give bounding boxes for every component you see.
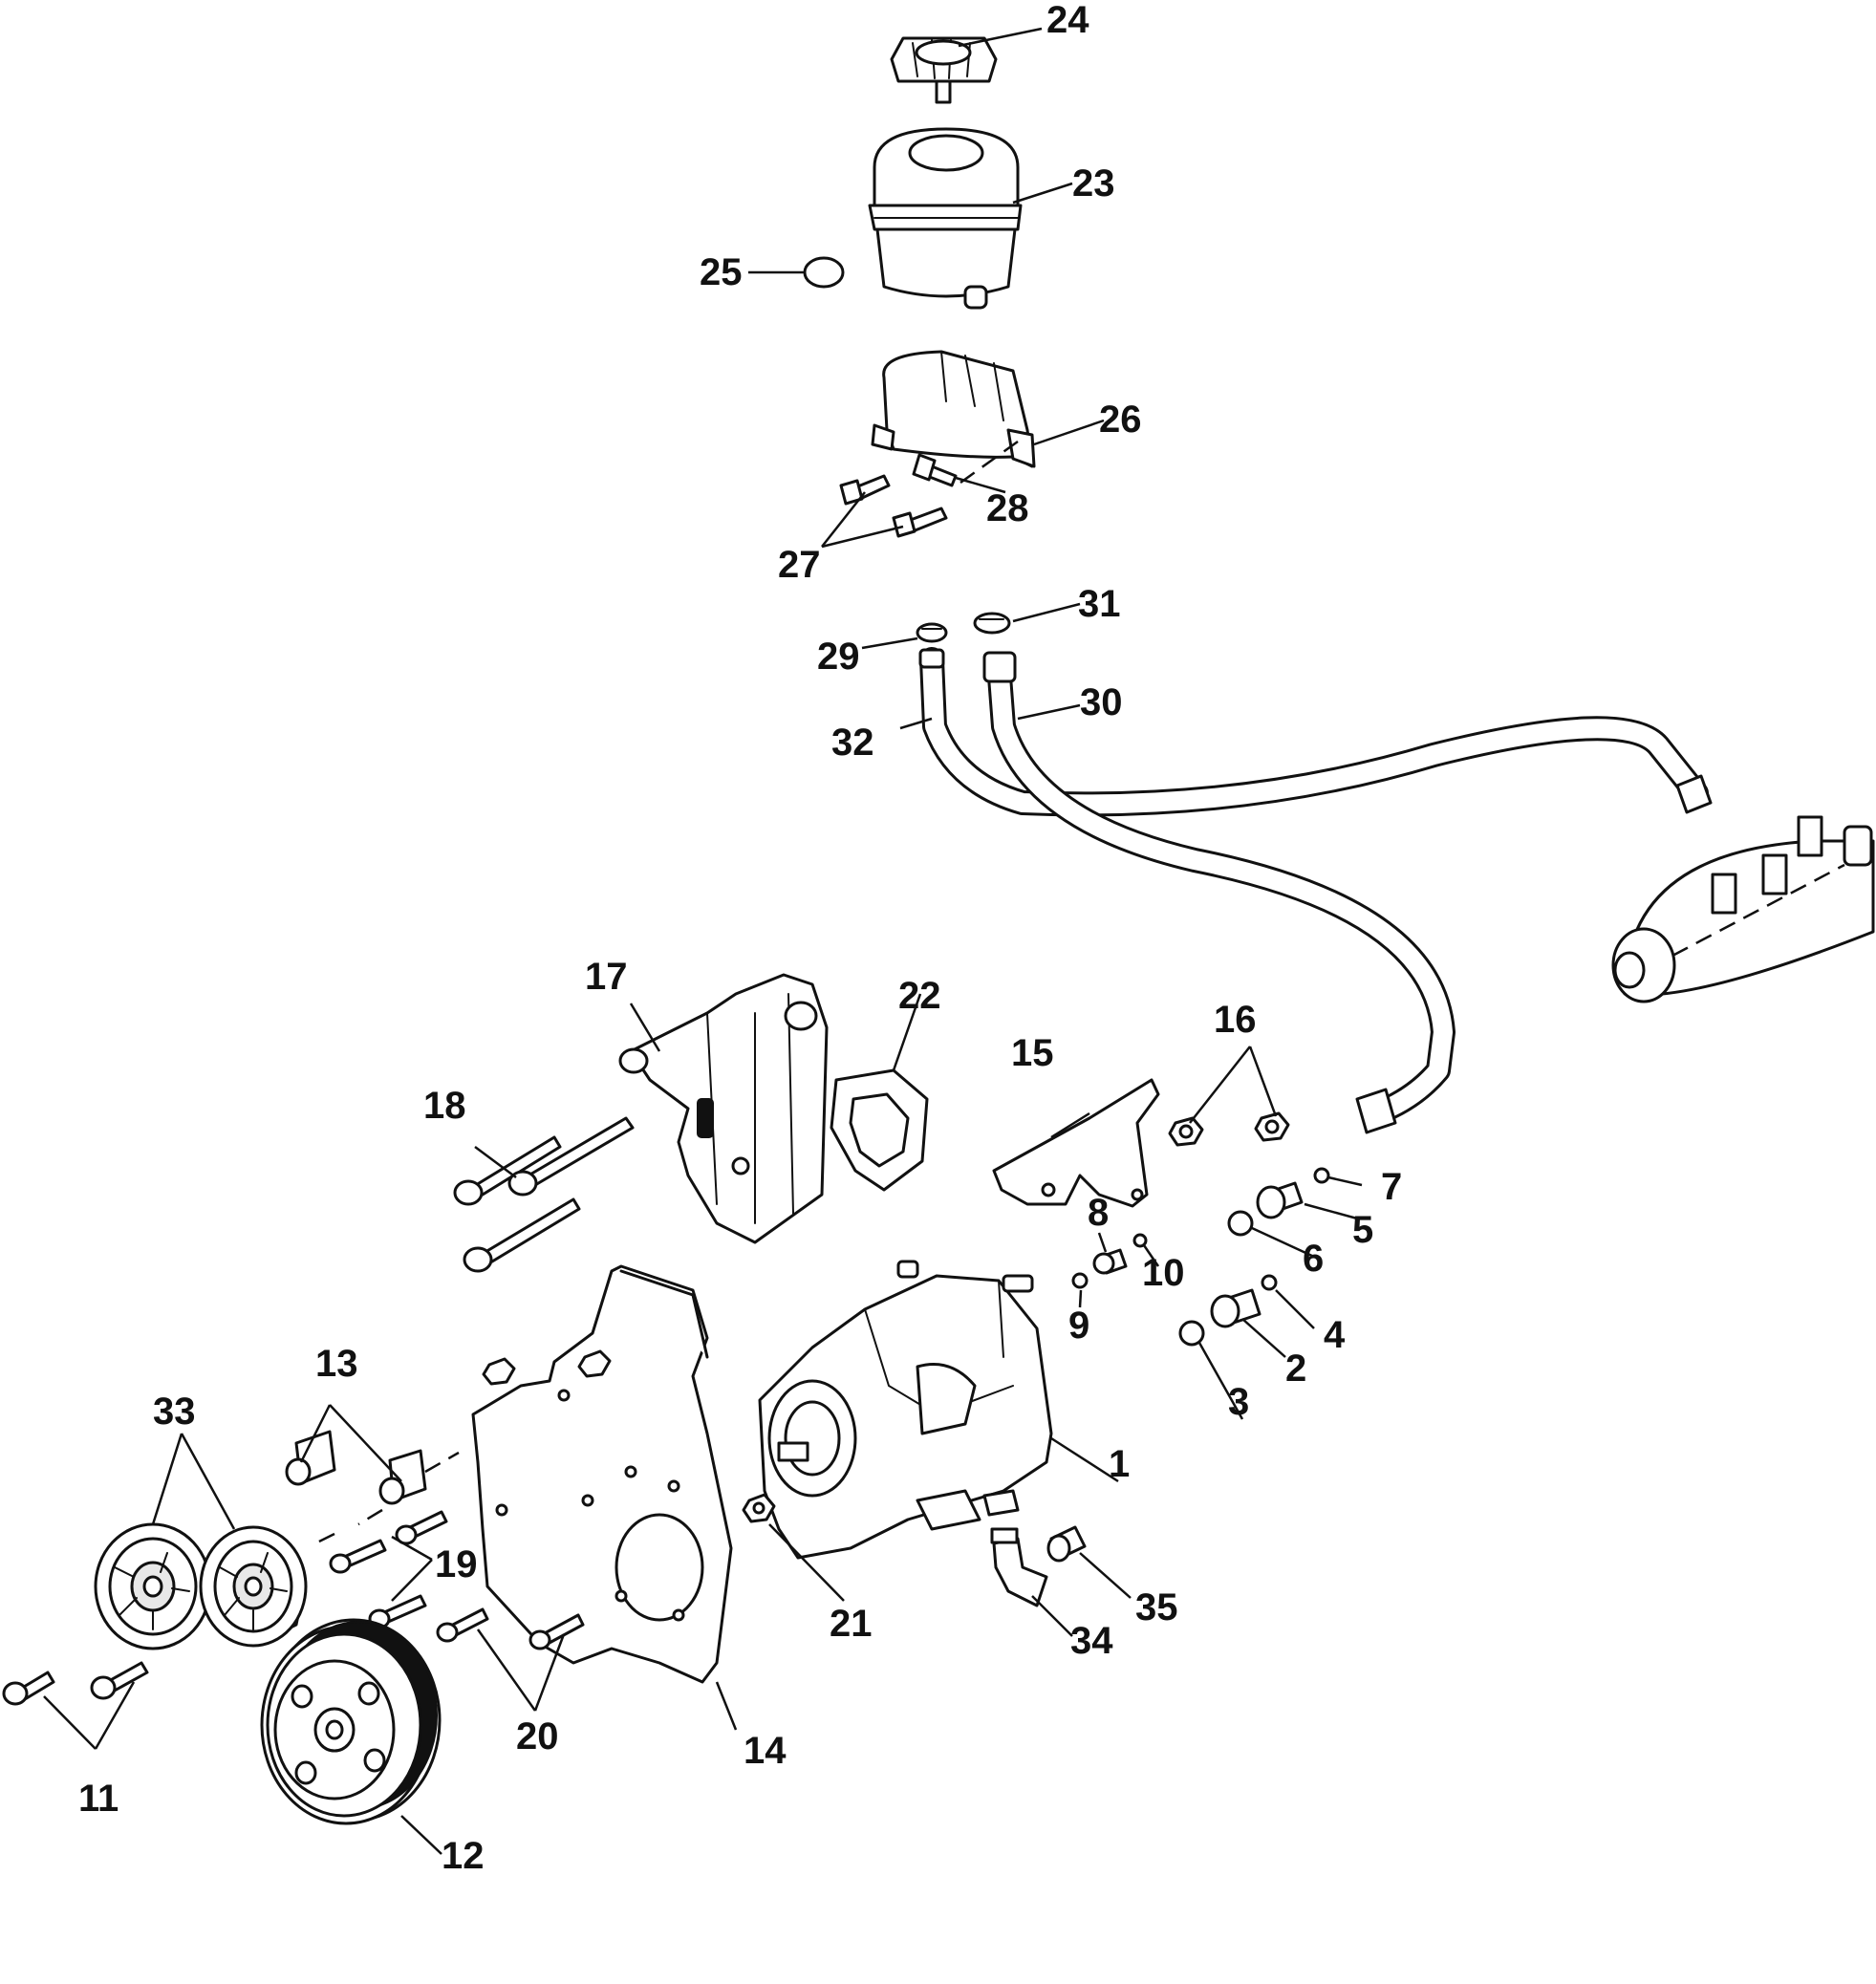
- callout-18[interactable]: 18: [423, 1085, 466, 1127]
- part-13-spacer[interactable]: [378, 1449, 427, 1505]
- assembly-line-13: [357, 1451, 460, 1526]
- callout-7[interactable]: 7: [1381, 1166, 1402, 1208]
- part-15-bracket[interactable]: [992, 1078, 1160, 1208]
- part-21-nut[interactable]: [742, 1493, 776, 1523]
- part-14-plate-nut[interactable]: [577, 1349, 612, 1378]
- part-29-hose-clamp[interactable]: [916, 622, 948, 643]
- callout-5[interactable]: 5: [1352, 1209, 1373, 1251]
- part-8-fitting[interactable]: [1092, 1248, 1128, 1275]
- part-19-bolt[interactable]: [329, 1539, 387, 1574]
- part-32-return-hose[interactable]: [918, 647, 1713, 817]
- part-18-bolt[interactable]: [463, 1197, 581, 1273]
- callout-9[interactable]: 9: [1068, 1305, 1089, 1347]
- callout-17[interactable]: 17: [585, 956, 628, 998]
- callout-21[interactable]: 21: [830, 1603, 873, 1645]
- callout-16[interactable]: 16: [1214, 999, 1257, 1041]
- part-5-fitting[interactable]: [1256, 1181, 1304, 1219]
- part-27-bolt[interactable]: [839, 474, 891, 506]
- part-25-plug[interactable]: [803, 256, 845, 289]
- part-30-pressure-hose[interactable]: [982, 651, 1456, 1134]
- part-27-bolt[interactable]: [892, 507, 948, 538]
- cooler-assembly[interactable]: [1611, 815, 1875, 1003]
- part-33-idler-pulley[interactable]: [199, 1525, 308, 1648]
- assembly-line-19: [314, 1532, 335, 1545]
- part-2-fitting[interactable]: [1210, 1288, 1261, 1328]
- callout-3[interactable]: 3: [1228, 1381, 1249, 1423]
- callout-15[interactable]: 15: [1011, 1032, 1054, 1074]
- part-20-bolt[interactable]: [436, 1607, 489, 1643]
- part-24-reservoir-cap[interactable]: [890, 36, 998, 104]
- callout-20[interactable]: 20: [516, 1715, 559, 1758]
- part-12-drive-pulley[interactable]: [260, 1618, 442, 1825]
- callout-19[interactable]: 19: [435, 1543, 478, 1585]
- callout-27[interactable]: 27: [778, 544, 821, 586]
- callout-25[interactable]: 25: [700, 251, 743, 293]
- callout-14[interactable]: 14: [744, 1730, 787, 1772]
- part-34-elbow-fitting[interactable]: [990, 1527, 1048, 1607]
- callout-32[interactable]: 32: [831, 722, 874, 764]
- leader-lines: [43, 27, 1363, 1855]
- callout-10[interactable]: 10: [1142, 1252, 1185, 1294]
- callout-24[interactable]: 24: [1046, 0, 1089, 41]
- part-19-bolt[interactable]: [395, 1510, 448, 1545]
- part-11-bolt[interactable]: [2, 1671, 55, 1706]
- callout-2[interactable]: 2: [1285, 1348, 1306, 1390]
- part-17-pump-mounting-bracket[interactable]: [618, 973, 829, 1244]
- callout-6[interactable]: 6: [1303, 1238, 1324, 1280]
- part-35-fitting[interactable]: [1046, 1525, 1087, 1563]
- part-14-mounting-plate[interactable]: [471, 1264, 733, 1684]
- callout-33[interactable]: 33: [153, 1391, 196, 1433]
- callout-35[interactable]: 35: [1135, 1586, 1178, 1628]
- callout-31[interactable]: 31: [1078, 583, 1121, 625]
- part-26-reservoir-bracket[interactable]: [871, 350, 1036, 468]
- callout-22[interactable]: 22: [898, 975, 941, 1017]
- part-14-plate-nut[interactable]: [482, 1357, 516, 1386]
- callout-8[interactable]: 8: [1088, 1192, 1109, 1234]
- part-13-spacer[interactable]: [285, 1430, 336, 1486]
- part-18-bolt[interactable]: [507, 1116, 635, 1197]
- part-6-o-ring[interactable]: [1227, 1210, 1254, 1237]
- part-1-power-steering-pump[interactable]: [758, 1260, 1053, 1560]
- part-28-bolt[interactable]: [912, 453, 958, 487]
- assembly-line-26: [960, 440, 1019, 485]
- callout-30[interactable]: 30: [1080, 681, 1123, 723]
- callout-11[interactable]: 11: [78, 1778, 119, 1820]
- part-18-bolt[interactable]: [453, 1135, 562, 1206]
- part-31-hose-clamp[interactable]: [973, 612, 1011, 635]
- part-11-bolt[interactable]: [90, 1661, 149, 1700]
- callout-29[interactable]: 29: [817, 636, 860, 678]
- part-20-bolt[interactable]: [528, 1613, 585, 1650]
- part-7-o-ring[interactable]: [1313, 1167, 1330, 1184]
- part-33-idler-pulley[interactable]: [94, 1522, 212, 1650]
- callout-28[interactable]: 28: [986, 487, 1029, 529]
- part-4-o-ring[interactable]: [1261, 1274, 1278, 1291]
- part-16-nut[interactable]: [1168, 1116, 1204, 1147]
- part-10-o-ring[interactable]: [1132, 1233, 1148, 1248]
- callout-12[interactable]: 12: [442, 1835, 485, 1877]
- part-16-nut[interactable]: [1254, 1111, 1290, 1142]
- callout-4[interactable]: 4: [1324, 1314, 1346, 1356]
- part-9-o-ring[interactable]: [1071, 1272, 1089, 1289]
- callout-1[interactable]: 1: [1109, 1443, 1130, 1485]
- callout-34[interactable]: 34: [1070, 1620, 1113, 1662]
- callout-labels: 24 23 25 26 28 27 29 31 30 32 17 22 15 1…: [78, 0, 1402, 1877]
- callout-23[interactable]: 23: [1072, 162, 1115, 205]
- part-3-o-ring[interactable]: [1178, 1320, 1205, 1347]
- callout-26[interactable]: 26: [1099, 399, 1142, 441]
- part-22-gasket[interactable]: [830, 1068, 929, 1192]
- part-23-fluid-reservoir[interactable]: [868, 127, 1023, 310]
- callout-13[interactable]: 13: [315, 1343, 358, 1385]
